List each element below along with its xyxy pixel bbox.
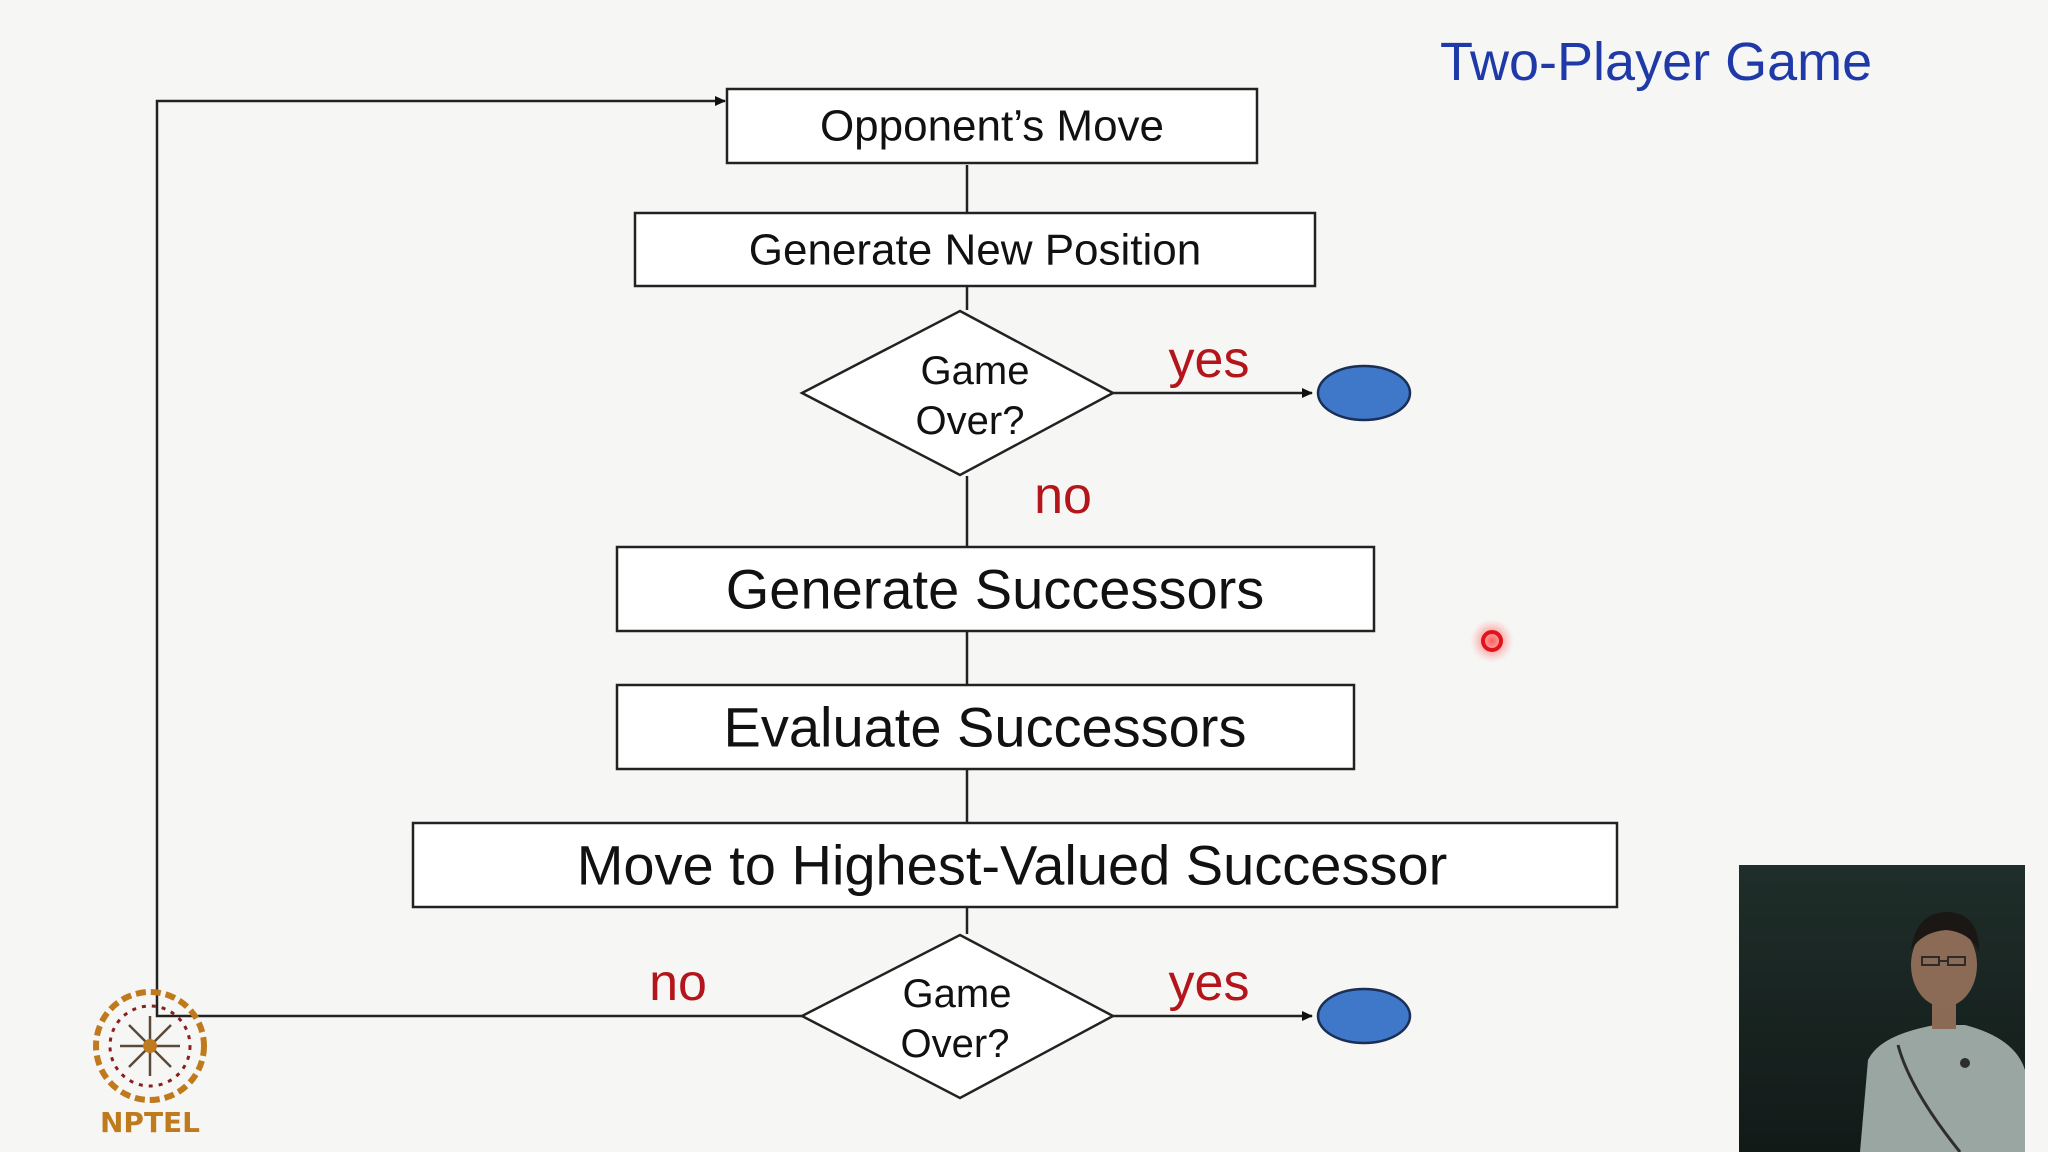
node-move-to-highest-label: Move to Highest-Valued Successor <box>577 834 1448 897</box>
terminal-node-1 <box>1316 364 1412 422</box>
nptel-logo: NPTEL <box>93 989 207 1139</box>
decision-game-over-2: Game Over? <box>799 933 1116 1100</box>
connectors <box>155 96 1313 1021</box>
terminal-node-2 <box>1316 987 1412 1045</box>
node-generate-successors: Generate Successors <box>615 545 1376 633</box>
slide-title: Two-Player Game <box>1440 32 1872 92</box>
edge-label-no-1: no <box>1034 467 1092 525</box>
nptel-logo-text: NPTEL <box>100 1106 200 1139</box>
decision-2-label-line1: Game <box>903 972 1012 1016</box>
presenter-figure-icon <box>1860 912 2025 1152</box>
decision-2-label-line2: Over? <box>901 1022 1010 1066</box>
laser-pointer <box>1470 619 1514 663</box>
node-opponent-move-label: Opponent’s Move <box>820 102 1164 151</box>
decision-1-label-line2: Over? <box>916 399 1025 443</box>
node-evaluate-successors-label: Evaluate Successors <box>724 696 1247 759</box>
node-evaluate-successors: Evaluate Successors <box>615 683 1356 771</box>
node-move-to-highest: Move to Highest-Valued Successor <box>411 821 1619 909</box>
edge-label-yes-1: yes <box>1169 331 1250 389</box>
node-opponent-move: Opponent’s Move <box>725 87 1259 165</box>
edge-decision2-no-loop <box>155 96 802 1018</box>
presenter-video <box>1739 865 2025 1152</box>
node-generate-new-position-label: Generate New Position <box>749 226 1201 275</box>
decision-game-over-1: Game Over? <box>799 309 1116 477</box>
decision-1-label-line1: Game <box>921 349 1030 393</box>
edge-label-yes-2: yes <box>1169 954 1250 1012</box>
node-generate-new-position: Generate New Position <box>633 211 1317 288</box>
node-generate-successors-label: Generate Successors <box>726 558 1264 621</box>
edge-label-no-2: no <box>649 954 707 1012</box>
